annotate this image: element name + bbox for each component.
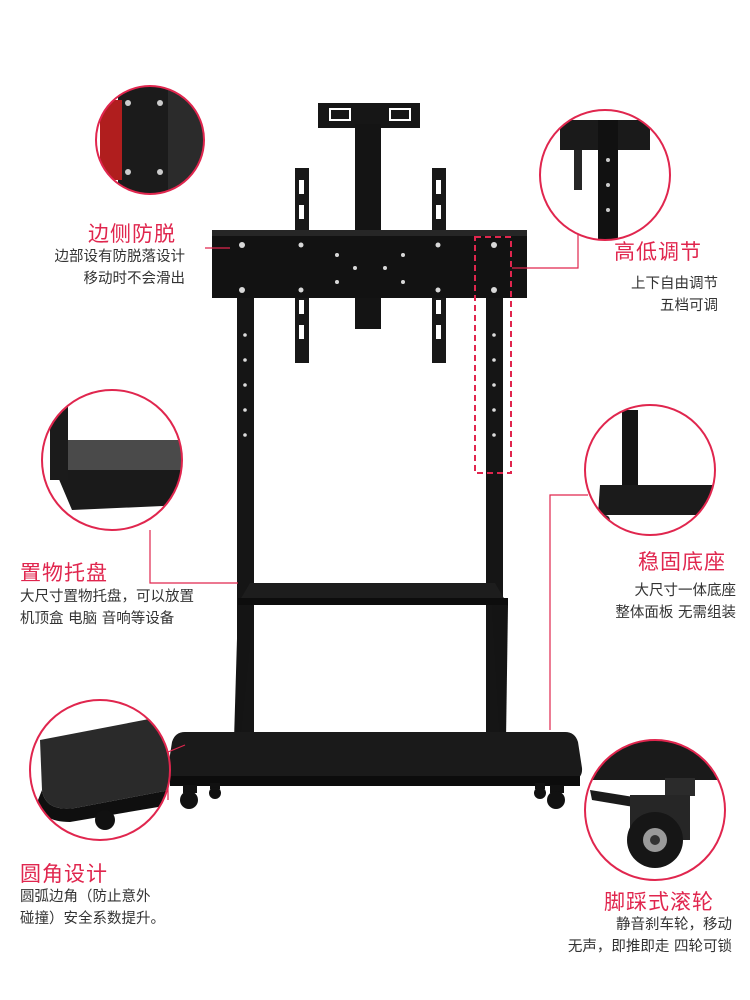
caster-desc-line-2: 无声，即推即走 四轮可锁 (567, 939, 732, 955)
corner-title: 圆角设计 (20, 862, 108, 886)
base-desc-line-1: 大尺寸一体底座 (634, 583, 737, 599)
base-plate (167, 732, 583, 786)
base-desc-line-2: 整体面板 无需组装 (615, 605, 736, 621)
side-lock-desc-line-2: 移动时不会滑出 (83, 271, 186, 287)
casters (180, 783, 565, 809)
height-adjust-highlight (474, 236, 512, 474)
height-adjust-desc-line-2: 五档可调 (660, 298, 718, 314)
height-adjust-title: 高低调节 (614, 240, 702, 264)
tray-desc-line-1: 大尺寸置物托盘，可以放置 (20, 589, 194, 605)
corner-desc: 圆弧边角（防止意外 碰撞）安全系数提升。 (20, 886, 165, 930)
detail-circle-tray (41, 389, 183, 531)
tray-desc: 大尺寸置物托盘，可以放置 机顶盒 电脑 音响等设备 (20, 586, 194, 630)
crossbar (212, 230, 527, 298)
corner-desc-line-1: 圆弧边角（防止意外 (20, 889, 151, 905)
detail-circle-corner (29, 699, 171, 841)
shelf-tray (234, 583, 508, 740)
side-lock-title: 边侧防脱 (88, 222, 176, 246)
caster-desc-line-1: 静音刹车轮，移动 (616, 917, 732, 933)
tv-stand (167, 103, 583, 809)
detail-circle-base (584, 404, 716, 536)
base-desc: 大尺寸一体底座 整体面板 无需组装 (615, 580, 736, 624)
tray-title: 置物托盘 (20, 561, 108, 585)
tray-desc-line-2: 机顶盒 电脑 音响等设备 (20, 611, 175, 627)
corner-desc-line-2: 碰撞）安全系数提升。 (20, 911, 165, 927)
side-lock-desc: 边部设有防脱落设计 移动时不会滑出 (55, 246, 186, 290)
height-adjust-desc: 上下自由调节 五档可调 (631, 273, 718, 317)
detail-circle-side-lock (95, 85, 205, 195)
detail-circle-caster (584, 739, 726, 881)
caster-desc: 静音刹车轮，移动 无声，即推即走 四轮可锁 (568, 914, 732, 958)
base-title: 稳固底座 (638, 550, 726, 574)
caster-title: 脚踩式滚轮 (604, 890, 714, 914)
uprights (237, 298, 503, 758)
height-adjust-desc-line-1: 上下自由调节 (631, 276, 718, 292)
detail-circle-height (539, 109, 671, 241)
side-lock-desc-line-1: 边部设有防脱落设计 (54, 249, 186, 265)
